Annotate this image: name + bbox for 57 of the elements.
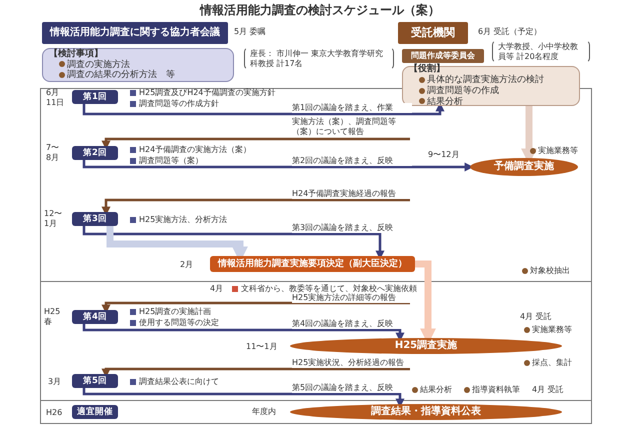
- date-note: 11〜1月: [246, 342, 278, 352]
- meeting-box: 第3回: [72, 212, 118, 226]
- topic-panel: [42, 48, 234, 82]
- task-note: 採点、集計: [524, 358, 584, 368]
- committee-box: 問題作成等委員会: [402, 49, 484, 63]
- list-item: 調査問題等の作成: [427, 86, 499, 96]
- list-item: 結果分析: [427, 96, 463, 107]
- edge-label: 第1回の議論を踏まえ、作業: [292, 103, 412, 113]
- arrow: [82, 102, 444, 116]
- header-box: 情報活用能力調査に関する協力者会議: [42, 22, 228, 44]
- bracketed-note: 大学教授、小中学校教員等 計20名程度: [492, 40, 590, 64]
- meeting-box: 第2回: [72, 146, 118, 160]
- diagram-title: 情報活用能力調査の検討スケジュール（案）: [198, 3, 441, 18]
- meeting-box: 第1回: [72, 90, 118, 104]
- panel-heading: 【検討事項】: [49, 48, 103, 59]
- task-note: 指導資料執筆: [464, 385, 526, 395]
- date-note: 4月: [210, 284, 224, 294]
- task-note: 結果分析: [412, 385, 462, 395]
- agenda-item: 調査問題等（案）: [130, 156, 203, 166]
- date-note: 9〜12月: [428, 150, 460, 160]
- list-item: 具体的な調査実施方法の検討: [427, 75, 544, 86]
- date-note: H25 春: [44, 307, 62, 326]
- task-note: 実施業務等: [530, 146, 590, 156]
- date-note: 3月: [48, 377, 62, 387]
- event-ellipse: 予備調査実施: [470, 158, 578, 176]
- agenda-item: 調査問題等の作成方針: [130, 99, 219, 109]
- date-note: 7〜 8月: [46, 143, 60, 162]
- agenda-item: H25調査の実施計画: [130, 307, 212, 317]
- list-item: 調査の結果の分析方法 等: [67, 70, 175, 80]
- agenda-item: H25調査及びH24予備調査の実施方針: [130, 88, 276, 98]
- date-note: 年度内: [252, 407, 277, 417]
- date-note: 2月: [180, 260, 194, 270]
- date-note: 6月 受託（予定）: [478, 27, 543, 37]
- panel-heading: 【役割】: [409, 64, 445, 74]
- agenda-item: H24予備調査の実施方法（案）: [130, 145, 252, 155]
- header-box: 受託機関: [398, 22, 468, 44]
- task-note: 実施業務等: [524, 325, 584, 335]
- list-item: 調査の実施方法: [67, 60, 130, 70]
- agenda-item: 使用する問題等の決定: [130, 318, 219, 328]
- event-ellipse: H25調査実施: [290, 338, 562, 354]
- date-note: 4月 受託: [520, 312, 553, 322]
- bracketed-note: 座長： 市川伸一 東京大学教育学研究科教授 計17名: [244, 47, 394, 70]
- decision-box: 情報活用能力調査実施要項決定（副大臣決定）: [210, 256, 415, 272]
- task-note: 文科省から、教委等を通じて、対象校へ実施依頼: [232, 284, 472, 294]
- date-note: 6月 11日: [46, 88, 66, 108]
- event-ellipse: 調査結果・指導資料公表: [290, 404, 562, 420]
- date-note: 5月 委嘱: [234, 27, 267, 37]
- date-note: H26: [46, 408, 64, 418]
- meeting-box: 第4回: [72, 310, 118, 324]
- meeting-box: 適宜開催: [72, 405, 118, 419]
- date-note: 4月 受託: [532, 385, 565, 395]
- date-note: 12〜 1月: [44, 209, 64, 228]
- agenda-item: H25実施方法、分析方法: [130, 215, 228, 225]
- meeting-box: 第5回: [72, 374, 118, 388]
- task-note: 対象校抽出: [522, 266, 582, 276]
- agenda-item: 調査結果公表に向けて: [130, 377, 219, 387]
- edge-label: H25実施方法の詳細等の報告: [292, 293, 412, 303]
